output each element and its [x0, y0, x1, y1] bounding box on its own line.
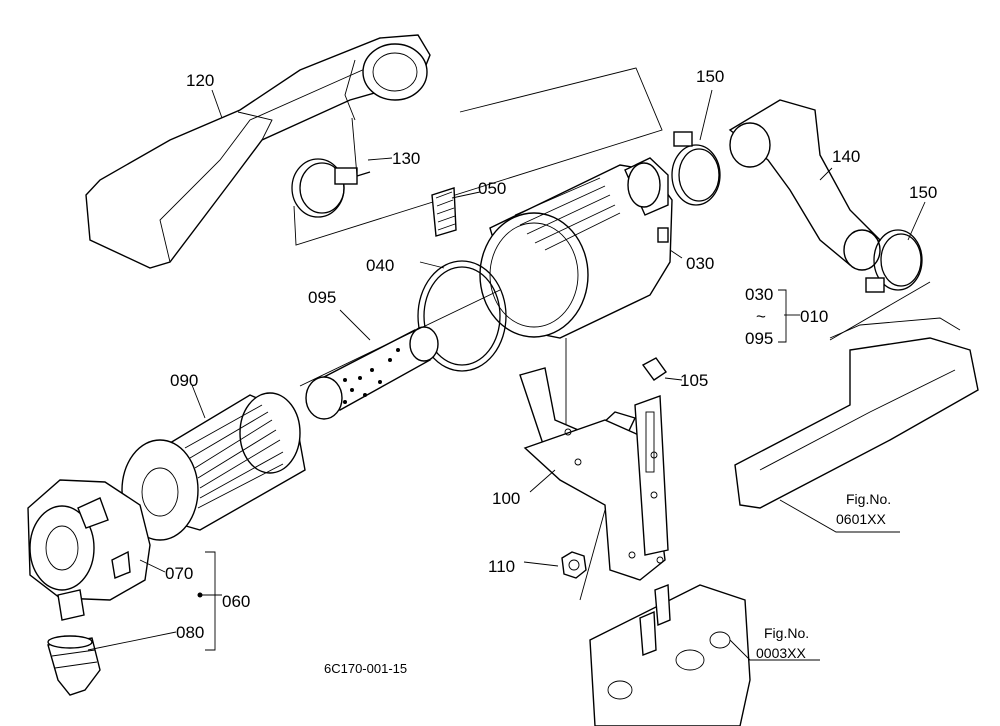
inner-element-095: [299, 289, 501, 420]
fig-ref-engine-label: Fig.No.: [764, 625, 809, 641]
label-090: 090: [170, 371, 198, 390]
air-cleaner-body-030: [479, 157, 673, 339]
label-060: 060: [222, 592, 250, 611]
hose-clamp-130: [291, 158, 371, 218]
label-120: 120: [186, 71, 214, 90]
label-010: 010: [800, 307, 828, 326]
intake-hose-140: [728, 99, 882, 271]
range-tilde: ~: [756, 307, 766, 326]
bracket-100: [519, 367, 669, 581]
label-050: 050: [478, 179, 506, 198]
label-150-lower: 150: [909, 183, 937, 202]
drawing-code: 6C170-001-15: [324, 661, 407, 676]
cover-assembly-060: [27, 479, 151, 621]
hose-clamp-150-upper: [671, 131, 721, 206]
label-105: 105: [680, 371, 708, 390]
evacuator-valve-080: [47, 635, 101, 696]
o-ring-040: [417, 260, 507, 372]
label-080: 080: [176, 623, 204, 642]
label-095: 095: [308, 288, 336, 307]
label-030: 030: [686, 254, 714, 273]
bracket-base-line: [579, 509, 606, 601]
fig-ref-manifold-label: Fig.No.: [846, 491, 891, 507]
label-110: 110: [488, 557, 515, 576]
assembly-dot: [197, 592, 203, 598]
engine-head: [589, 584, 751, 726]
label-150-upper: 150: [696, 67, 724, 86]
hose-clamp-150-lower: [865, 229, 923, 293]
leader-lines: [87, 89, 926, 661]
leader-130-duct: [351, 117, 358, 177]
range-from: 030: [745, 285, 773, 304]
label-070: 070: [165, 564, 193, 583]
range-to: 095: [745, 329, 773, 348]
nut-110: [561, 551, 587, 579]
fig-ref-manifold-number: 0601XX: [836, 511, 886, 527]
cushion-105: [641, 357, 667, 381]
group-line-upper: [293, 67, 663, 246]
label-100: 100: [492, 489, 520, 508]
outer-element-090: [121, 392, 306, 541]
intake-manifold: [734, 281, 979, 509]
label-130: 130: [392, 149, 420, 168]
decal-050: [431, 187, 457, 237]
intake-duct-120: [85, 34, 431, 269]
label-040: 040: [366, 256, 394, 275]
fig-ref-engine-number: 0003XX: [756, 645, 806, 661]
label-140: 140: [832, 147, 860, 166]
